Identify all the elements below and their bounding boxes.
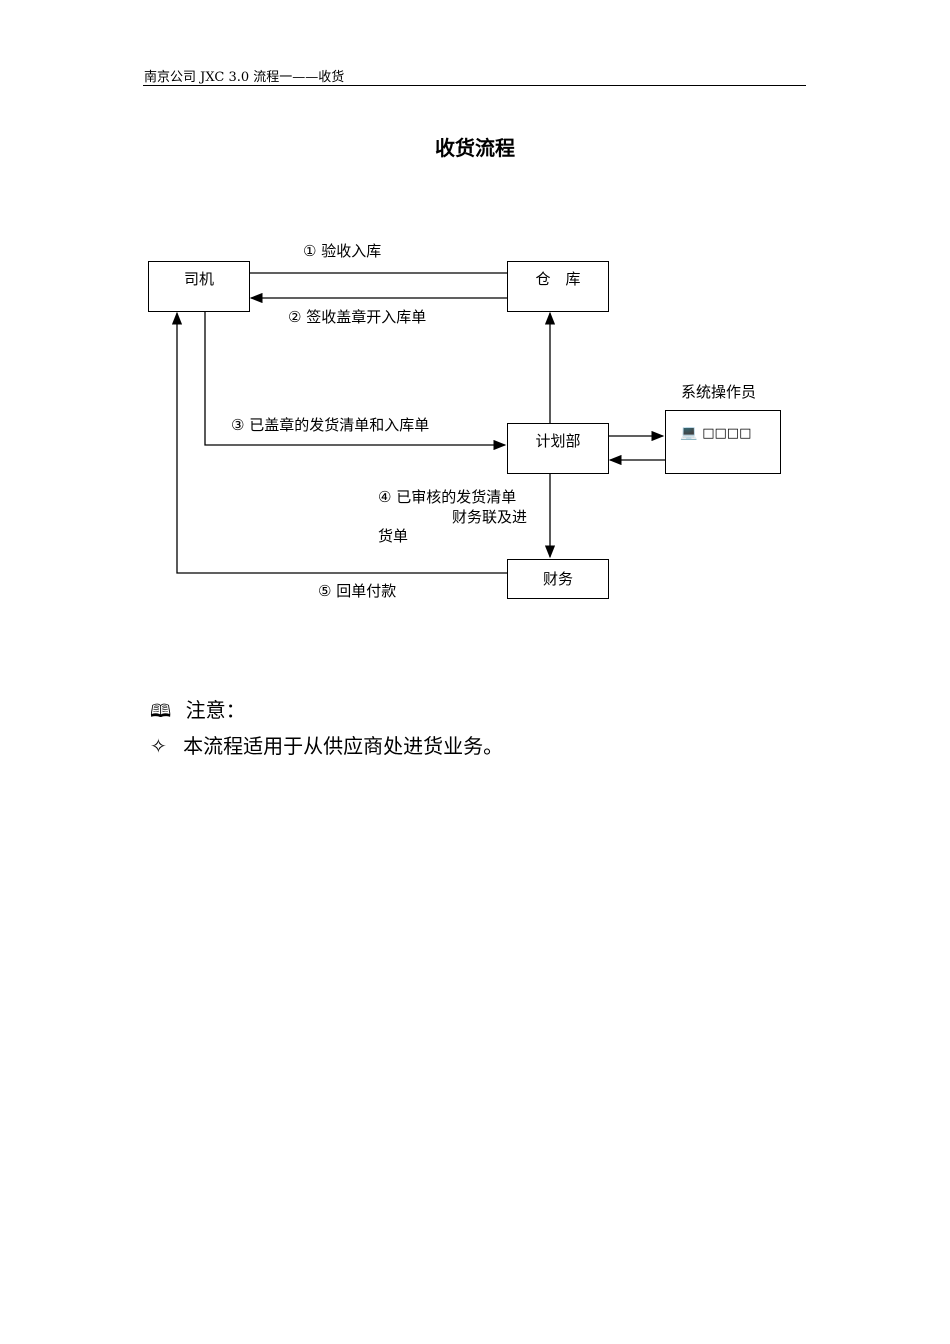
header-rule (143, 85, 806, 86)
notes-heading: 注意： (185, 698, 246, 722)
notes-heading-row: 🕮 注意： (150, 694, 246, 729)
node-finance: 财务 (507, 559, 609, 599)
flow-connectors (171, 272, 665, 574)
book-icon: 🕮 (150, 701, 172, 722)
computer-icon: 💻 (680, 425, 698, 441)
node-driver: 司机 (148, 261, 250, 312)
edge-4-label-line2: 财务联及进 (452, 508, 528, 526)
page-header: 南京公司 JXC 3.0 流程一——收货 (144, 70, 345, 85)
star-bullet-icon: ✧ (150, 734, 167, 758)
node-planning: 计划部 (507, 423, 609, 474)
edge-3 (204, 311, 507, 451)
edge-3-label: ③ 已盖章的发货清单和入库单 (231, 416, 430, 434)
edge-4-label-line1: ④ 已审核的发货清单 (378, 488, 517, 506)
edge-5-label: ⑤ 回单付款 (318, 582, 397, 600)
edge-2-label: ② 签收盖章开入库单 (288, 308, 427, 326)
page-title: 收货流程 (435, 136, 515, 160)
operator-box-text: □□□□ (702, 426, 752, 441)
note-text: 本流程适用于从供应商处进货业务。 (183, 734, 504, 758)
note-item: ✧ 本流程适用于从供应商处进货业务。 (150, 730, 503, 759)
operator-label: 系统操作员 (681, 383, 757, 401)
node-operator: 💻 □□□□ (665, 410, 781, 474)
edge-4-label-line3: 货单 (378, 527, 409, 545)
edge-1-label: ① 验收入库 (303, 242, 382, 260)
node-warehouse: 仓 库 (507, 261, 609, 312)
edge-5 (171, 311, 507, 574)
